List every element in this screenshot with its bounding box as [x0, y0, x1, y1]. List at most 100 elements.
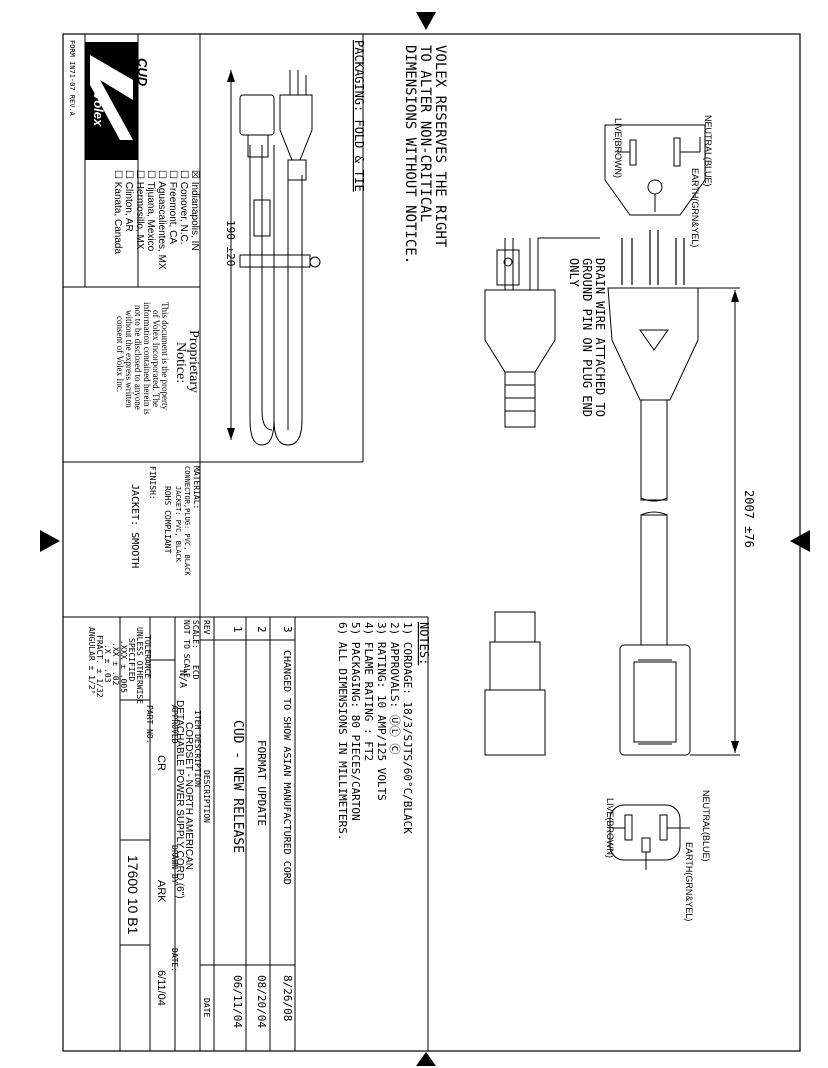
fold-tie-loop [309, 256, 321, 268]
plug-face-live-blade [629, 139, 637, 166]
proprietary-line-3: information contained herein is [142, 302, 152, 415]
connector-face-earth [641, 837, 651, 853]
rev-row-2-rev: 2 [255, 626, 268, 633]
fold-cord-1 [249, 145, 275, 446]
tolerance-line-3: SPECIFIED [127, 638, 136, 682]
location-8: ☐ Kanata, Canada [112, 170, 123, 254]
material-line-1: CONNECTOR,PLUG: PVC, BLACK [183, 466, 191, 576]
fold-dim-arrow-top [227, 70, 235, 82]
plug-earth-label: EARTH(GRN&YEL) [690, 168, 700, 247]
plug-neutral-label: NEUTRAL(BLUE) [703, 115, 713, 187]
fold-cord-3 [273, 175, 303, 446]
drain-plug-blade [496, 249, 520, 286]
tolerance-line-6: .X ± .03 [103, 644, 112, 683]
fold-dim-text: 190 ±20 [224, 220, 237, 266]
rev-row-3-desc: CHANGED TO SHOW ASIAN MANUFACTURED CORD [281, 650, 292, 885]
finish-value: JACKET: SMOOTH [129, 484, 140, 568]
rev-row-3-rev: 3 [281, 626, 294, 633]
rev-header: REV [202, 620, 211, 635]
fold-plug [279, 94, 313, 161]
proprietary-title-2: Notice: [173, 342, 188, 383]
logo-brand: Volex [91, 92, 106, 127]
packaging-label: PACKAGING: FOLD & TIE [352, 40, 366, 192]
side-conn-body [484, 689, 546, 756]
connector-body [619, 644, 691, 756]
tolerance-line-7: FRACT. ± 1/32 [95, 635, 104, 698]
bottom-center-mark [416, 1052, 436, 1066]
connector-grip [633, 661, 677, 743]
left-center-mark [40, 530, 60, 552]
date-label: DATE: [170, 948, 179, 972]
fold-connector [239, 94, 275, 136]
material-line-3: ROHS COMPLIANT [163, 486, 172, 554]
plug-face-earth-pin [647, 179, 663, 195]
finish-label: FINISH: [148, 466, 157, 500]
drain-line-3: ONLY [567, 258, 581, 288]
overall-dim-text: 2007 ±76 [742, 490, 756, 548]
proprietary-line-5: without the express written [124, 310, 134, 408]
fold-connector-neck [247, 134, 269, 158]
notes-title: NOTES: [417, 622, 431, 665]
approved-value: CR [155, 755, 167, 771]
conn-neutral-label: NEUTRAL(BLUE) [701, 790, 711, 862]
plug-live-label: LIVE(BROWN) [613, 118, 623, 178]
connector-face-live [624, 814, 633, 841]
drain-plug-blade-hole [503, 257, 513, 267]
tolerance-line-2: UNLESS OTHERWISE [135, 627, 144, 704]
overall-dim-arrow-bottom [731, 741, 739, 753]
location-1: ☒ Indianapolis, IN [189, 170, 200, 251]
connector-cord [640, 514, 668, 646]
drain-line-2: GROUND PIN ON PLUG END [580, 258, 594, 417]
date-value: 6/11/04 [155, 970, 167, 1006]
cord-break-1 [640, 497, 668, 502]
part-value: 17600 10 B1 [125, 855, 141, 935]
location-5: ☐ Tijuana, Mexico [145, 170, 156, 252]
plug-face-neutral-blade [673, 137, 681, 167]
plug-body-triangle [639, 329, 669, 351]
notice-line-3: DIMENSIONS WITHOUT NOTICE. [402, 45, 418, 264]
drain-plug-body [484, 289, 556, 373]
scale-label: SCALE: [191, 620, 200, 649]
drawing-border [62, 33, 801, 1052]
plug-face-outline [604, 124, 706, 216]
approved-label: APPROVED [170, 705, 179, 744]
scale-value: NOT TO SCALE [182, 620, 191, 678]
fold-plug-strain [287, 159, 307, 181]
part-label: PART NO. [145, 705, 154, 744]
location-7: ☐ Clinton, AR [123, 170, 134, 232]
form-id: FORM IN71-07 REV.A [68, 40, 76, 117]
item-desc-1: CORDSET - NORTH AMERICAN [183, 722, 194, 870]
material-line-2: JACKET: PVC, BLACK [174, 486, 182, 563]
ecd-value: N/A [177, 670, 188, 688]
notice-line-2: TO ALTER NON-CRITICAL [417, 45, 433, 222]
connector-face-neutral [659, 814, 668, 841]
side-conn-top [494, 611, 536, 643]
rev-row-1-rev: 1 [231, 626, 244, 633]
material-label: MATERIAL: [192, 466, 201, 509]
location-6: ☐ Hermosillo, MX [134, 170, 145, 250]
plug-cord [640, 399, 668, 501]
proprietary-line-6: consent of Volex Inc. [115, 316, 125, 392]
drain-line-1: DRAIN WIRE ATTACHED TO [593, 258, 607, 417]
rev-row-1-date: 06/11/04 [231, 975, 244, 1028]
fold-dim-arrow-bottom [227, 428, 235, 440]
proprietary-line-4: not to be disclosed to anyone [133, 305, 143, 410]
logo-sub: CUD [135, 58, 150, 87]
ecd-label: ECD [191, 665, 200, 680]
item-desc-label: ITEM DESCRIPTION [193, 710, 202, 787]
note-1: 1) CORDAGE: 18/3/SJTS/60°C/BLACK [401, 622, 414, 834]
location-3: ☐ Freemont, CA [167, 170, 178, 244]
date-header: DATE [202, 998, 211, 1017]
location-4: ☐ Aguascalientes, MX [156, 170, 167, 270]
note-5: 5) PACKAGING: 80 PIECES/CARTON [349, 622, 362, 821]
notice-line-1: VOLEX RESERVES THE RIGHT [432, 45, 448, 248]
overall-dim-arrow-top [731, 290, 739, 302]
tolerance-line-1: TOLERANCE [143, 635, 152, 679]
note-6: 6) ALL DIMENSIONS IN MILLIMETERS. [336, 622, 349, 841]
conn-live-label: LIVE(BROWN) [605, 798, 615, 858]
location-2: ☐ Conover, N.C. [178, 170, 189, 245]
side-conn-mid [489, 641, 541, 691]
drawn-label: DRAWN BY [170, 845, 179, 884]
note-2: 2) APPROVALS: ⓊⓁ Ⓒ [388, 622, 401, 754]
tolerance-line-4: .XXX ± .005 [119, 640, 128, 693]
